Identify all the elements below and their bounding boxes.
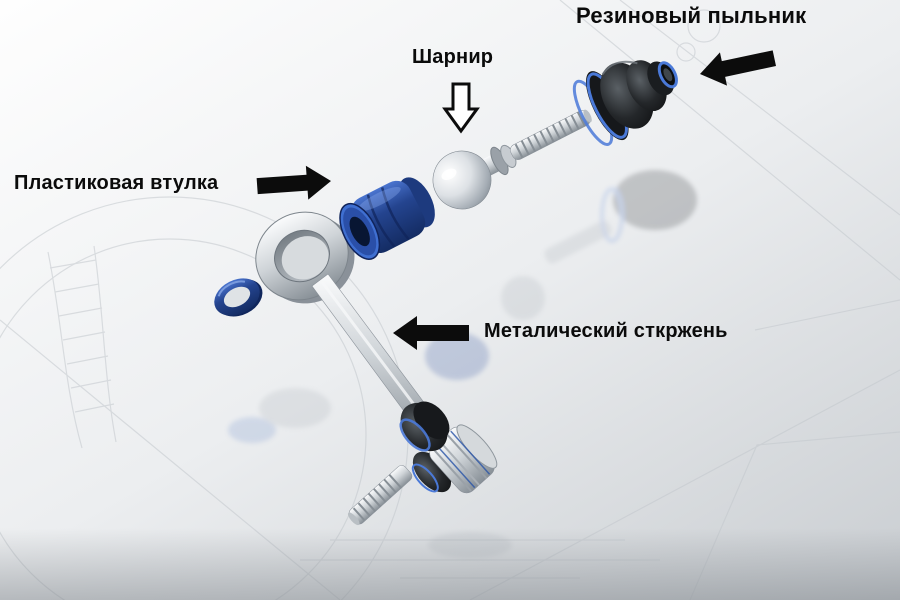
plastic-bushing-part (339, 177, 435, 260)
reflection-ghosts (228, 170, 697, 558)
label-ball-joint: Шарнир (412, 46, 494, 68)
ball-joint-part (432, 109, 592, 210)
arrow-rod-icon (393, 316, 469, 350)
lower-ball-joint-part (347, 401, 498, 526)
rubber-boot-part (572, 60, 678, 146)
label-metal-rod: Металический сткржень (484, 320, 728, 342)
arrow-bushing-icon (256, 165, 331, 200)
label-rubber-boot: Резиновый пыльник (576, 3, 807, 28)
seal-ring-part (214, 278, 263, 317)
arrow-joint-icon (442, 82, 480, 134)
arrow-boot-icon (700, 50, 777, 86)
label-plastic-bushing: Пластиковая втулка (14, 172, 219, 194)
